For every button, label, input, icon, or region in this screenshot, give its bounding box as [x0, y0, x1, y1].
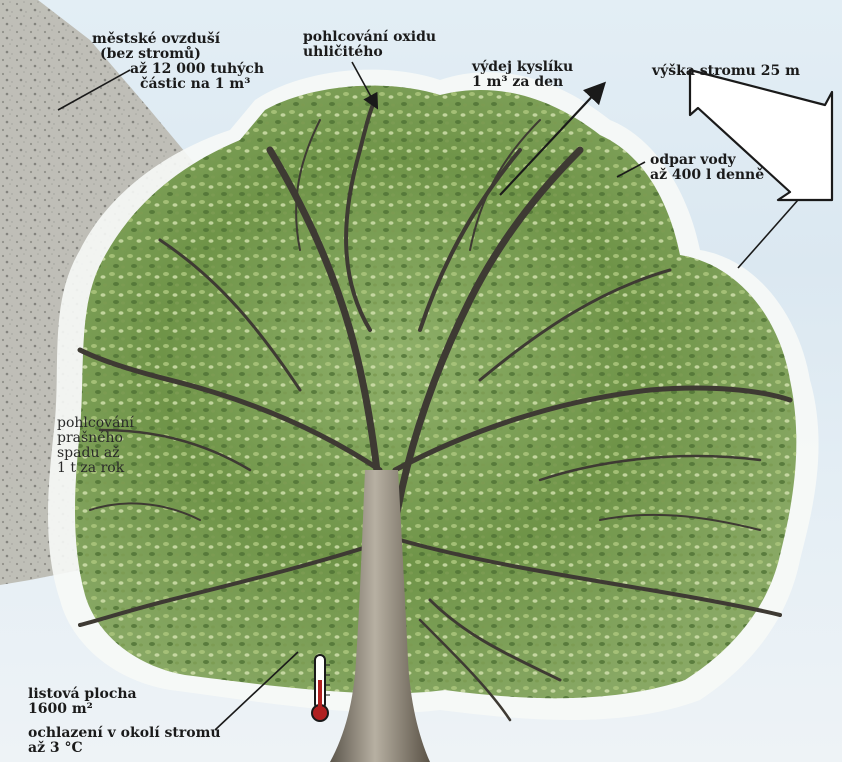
cooling-line1: ochlazení v okolí stromu [28, 726, 221, 741]
leaf-area-line1: listová plocha [28, 687, 137, 702]
dust-label: pohlcování prašného spadu až 1 t za rok [57, 416, 134, 476]
evaporation-label: odpar vody až 400 l denně [650, 153, 764, 183]
evaporation-line2: až 400 l denně [650, 168, 764, 183]
oxygen-line1: výdej kyslíku [472, 60, 573, 75]
dust-line1: pohlcování [57, 416, 134, 431]
cooling-line2: až 3 °C [28, 741, 221, 756]
oxygen-line2: 1 m³ za den [472, 75, 573, 90]
co2-label: pohlcování oxidu uhličitého [303, 30, 436, 60]
height-leader [738, 200, 798, 268]
oxygen-label: výdej kyslíku 1 m³ za den [472, 60, 573, 90]
co2-line2: uhličitého [303, 45, 436, 60]
dust-line3: spadu až [57, 446, 134, 461]
dust-line4: 1 t za rok [57, 461, 134, 476]
leaf-area-label: listová plocha 1600 m² [28, 687, 137, 717]
co2-line1: pohlcování oxidu [303, 30, 436, 45]
leaf-area-line2: 1600 m² [28, 702, 137, 717]
height-line1: výška stromu 25 m [652, 64, 800, 79]
city-air-line1: městské ovzduší [92, 32, 264, 47]
cooling-label: ochlazení v okolí stromu až 3 °C [28, 726, 221, 756]
city-air-line2: (bez stromů) [92, 47, 264, 62]
city-air-line3: až 12 000 tuhých [92, 62, 264, 77]
city-air-line4: částic na 1 m³ [92, 77, 264, 92]
evaporation-line1: odpar vody [650, 153, 764, 168]
dust-line2: prašného [57, 431, 134, 446]
city-air-label: městské ovzduší (bez stromů) až 12 000 t… [92, 32, 264, 92]
height-label: výška stromu 25 m [652, 64, 800, 79]
